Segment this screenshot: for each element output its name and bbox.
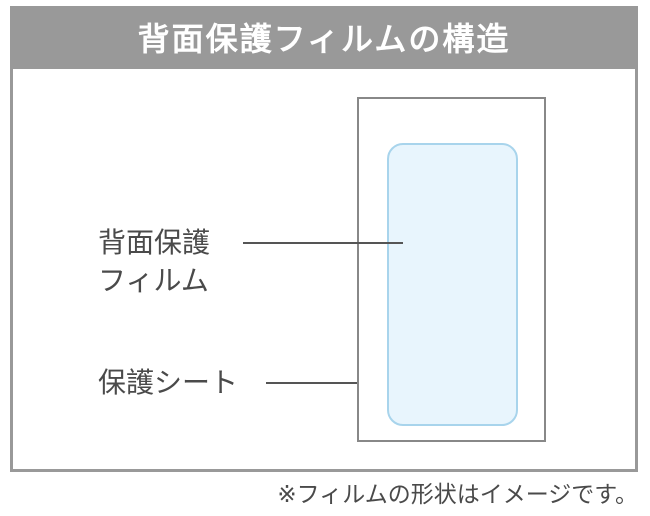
diagram-title: 背面保護フィルムの構造 (13, 9, 635, 69)
film-label-line2: フィルム (98, 264, 209, 297)
film-leader-line (243, 242, 403, 244)
film-label-line1: 背面保護 (98, 226, 211, 259)
film-label: 背面保護 フィルム (98, 224, 210, 300)
sheet-label: 保護シート (98, 366, 239, 399)
back-protective-film-shape (387, 143, 518, 426)
shape-disclaimer-note: ※フィルムの形状はイメージです。 (277, 482, 638, 508)
sheet-leader-line (266, 382, 357, 384)
